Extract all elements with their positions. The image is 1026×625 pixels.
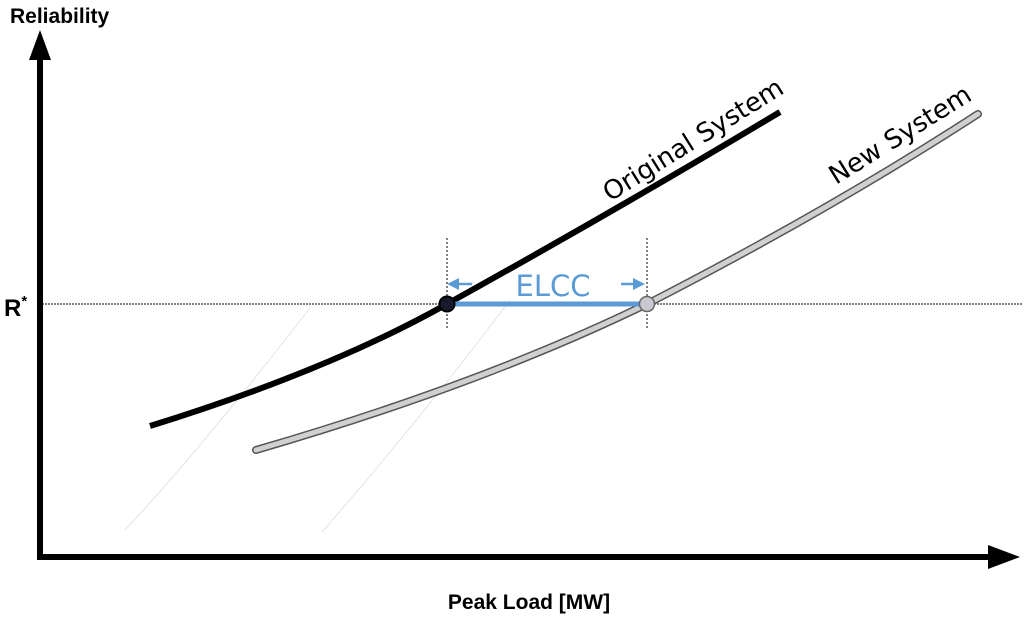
arrow-left-icon	[447, 278, 472, 290]
new-system-intersection-point	[638, 295, 656, 313]
faint-sketch-stroke	[321, 299, 511, 533]
arrow-right-icon	[621, 278, 645, 290]
arrow-right-icon	[988, 545, 1020, 569]
reference-level-letter: R	[4, 295, 21, 322]
arrow-up-icon	[29, 30, 51, 60]
reference-level-label: R*	[4, 293, 27, 322]
elcc-label: ELCC	[516, 269, 591, 303]
reference-level-superscript: *	[21, 293, 27, 310]
y-axis-title: Reliability	[10, 5, 110, 28]
faint-sketch-stroke	[124, 307, 311, 531]
x-axis-title: Peak Load [MW]	[448, 591, 610, 614]
new-system-label: New System	[824, 80, 977, 191]
original-system-intersection-point	[438, 295, 456, 313]
original-system-label: Original System	[598, 73, 789, 208]
